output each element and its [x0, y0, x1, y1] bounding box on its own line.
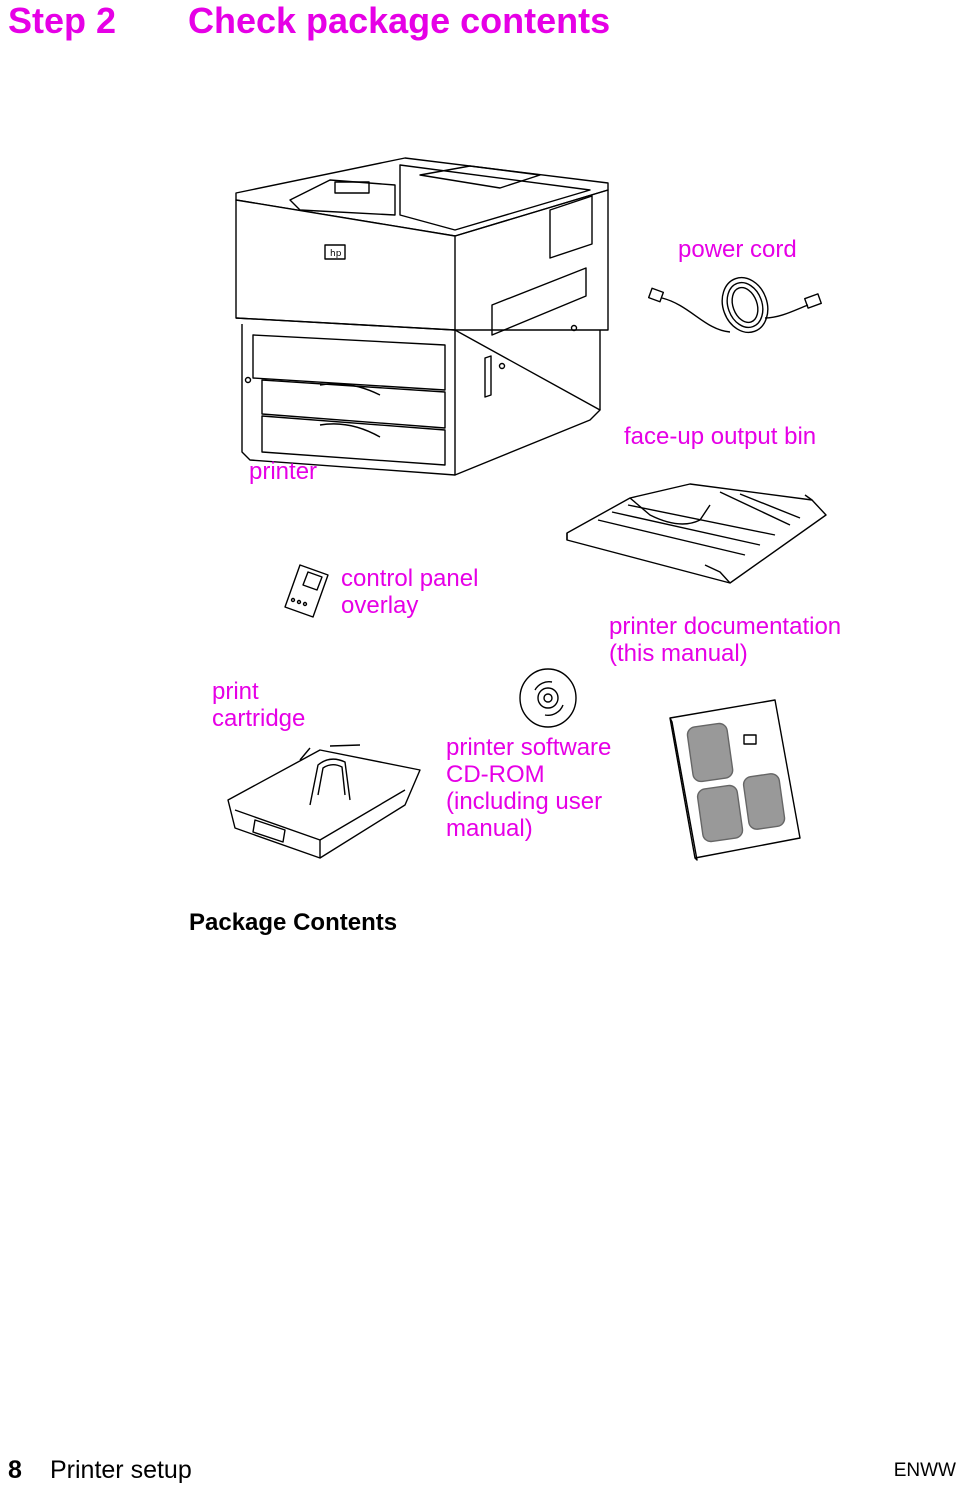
section-name: Printer setup [50, 1456, 192, 1484]
output-bin-illustration [566, 483, 827, 584]
cartridge-illustration [227, 744, 421, 859]
step-number: Step 2 [8, 0, 117, 41]
label-printer-documentation: printer documentation (this manual) [609, 613, 841, 667]
label-line: overlay [341, 592, 419, 619]
page-number: 8 [8, 1456, 22, 1484]
label-line: print [212, 678, 259, 705]
label-control-panel-overlay: control panel overlay [341, 565, 478, 619]
cd-illustration [519, 668, 577, 728]
svg-text:hp: hp [330, 249, 342, 259]
label-line: cartridge [212, 705, 306, 732]
power-cord-illustration [647, 276, 822, 334]
page-footer: 8 Printer setup ENWW [8, 1456, 958, 1485]
manual-illustration [669, 699, 801, 861]
label-line: printer software [446, 734, 612, 761]
label-print-cartridge: print cartridge [212, 678, 305, 732]
label-line: printer documentation [609, 613, 842, 640]
label-line: manual) [446, 815, 533, 842]
label-face-up-output-bin: face-up output bin [624, 423, 817, 450]
label-printer: printer [249, 458, 318, 485]
label-line: control panel [341, 565, 479, 592]
label-line: (this manual) [609, 640, 748, 667]
page-heading: Step 2 Check package contents [8, 0, 610, 42]
label-printer-software: printer software CD-ROM (including user … [446, 734, 611, 842]
step-title: Check package contents [188, 0, 611, 41]
illustrations: hp [227, 157, 827, 861]
label-power-cord: power cord [678, 236, 797, 263]
label-line: (including user [446, 788, 603, 815]
locale-code: ENWW [893, 1460, 956, 1481]
label-line: CD-ROM [446, 761, 545, 788]
overlay-illustration [284, 564, 329, 618]
figure-caption: Package Contents [189, 909, 398, 936]
printer-illustration: hp [235, 157, 609, 476]
